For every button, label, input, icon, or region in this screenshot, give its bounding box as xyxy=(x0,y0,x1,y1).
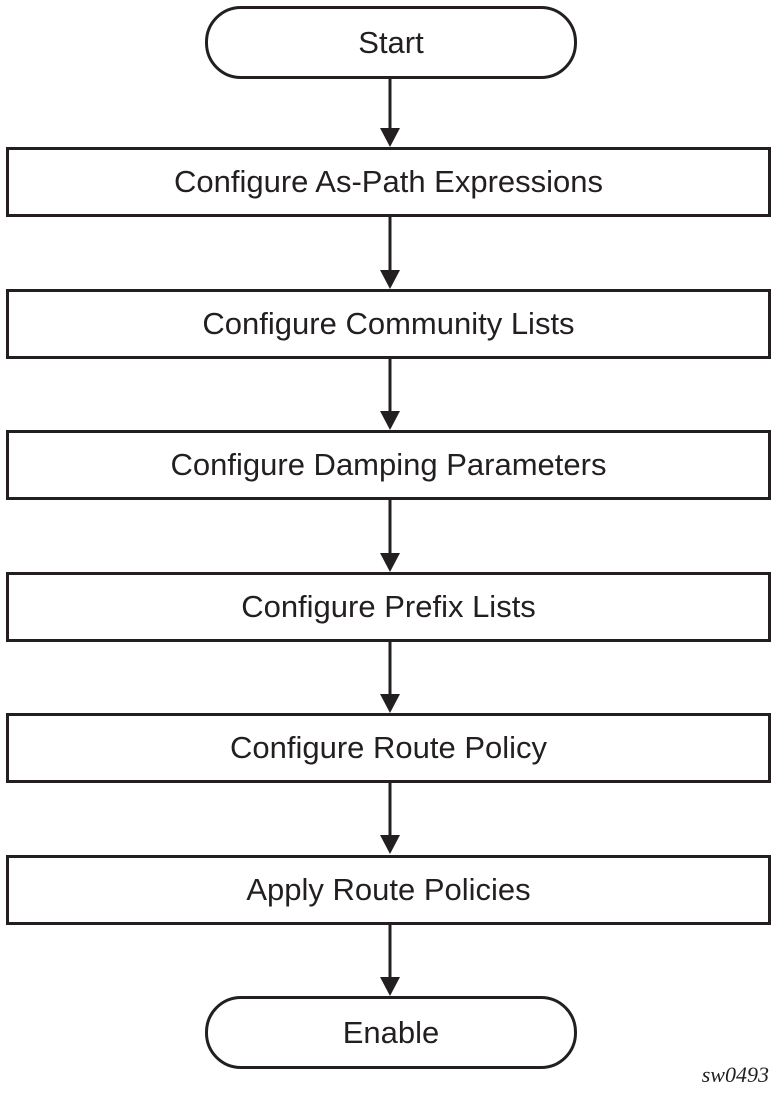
start-label: Start xyxy=(358,24,424,60)
process-step-label: Configure Route Policy xyxy=(229,730,548,765)
process-step-label: Apply Route Policies xyxy=(246,872,531,907)
process-step-configure-as-path: Configure As-Path Expressions xyxy=(6,147,771,217)
process-step-configure-damping-parameters: Configure Damping Parameters xyxy=(6,430,771,500)
process-step-configure-prefix-lists: Configure Prefix Lists xyxy=(6,572,771,642)
end-terminal: Enable xyxy=(205,996,577,1069)
figure-id: sw0493 xyxy=(701,1062,769,1087)
process-step-label: Configure As-Path Expressions xyxy=(173,164,604,199)
process-step-label: Configure Community Lists xyxy=(202,306,575,341)
end-label: Enable xyxy=(342,1014,440,1050)
start-terminal: Start xyxy=(205,6,577,79)
process-step-apply-route-policies: Apply Route Policies xyxy=(6,855,771,925)
process-step-configure-route-policy: Configure Route Policy xyxy=(6,713,771,783)
process-step-configure-community-lists: Configure Community Lists xyxy=(6,289,771,359)
process-step-label: Configure Prefix Lists xyxy=(241,589,536,624)
process-step-label: Configure Damping Parameters xyxy=(170,447,607,482)
